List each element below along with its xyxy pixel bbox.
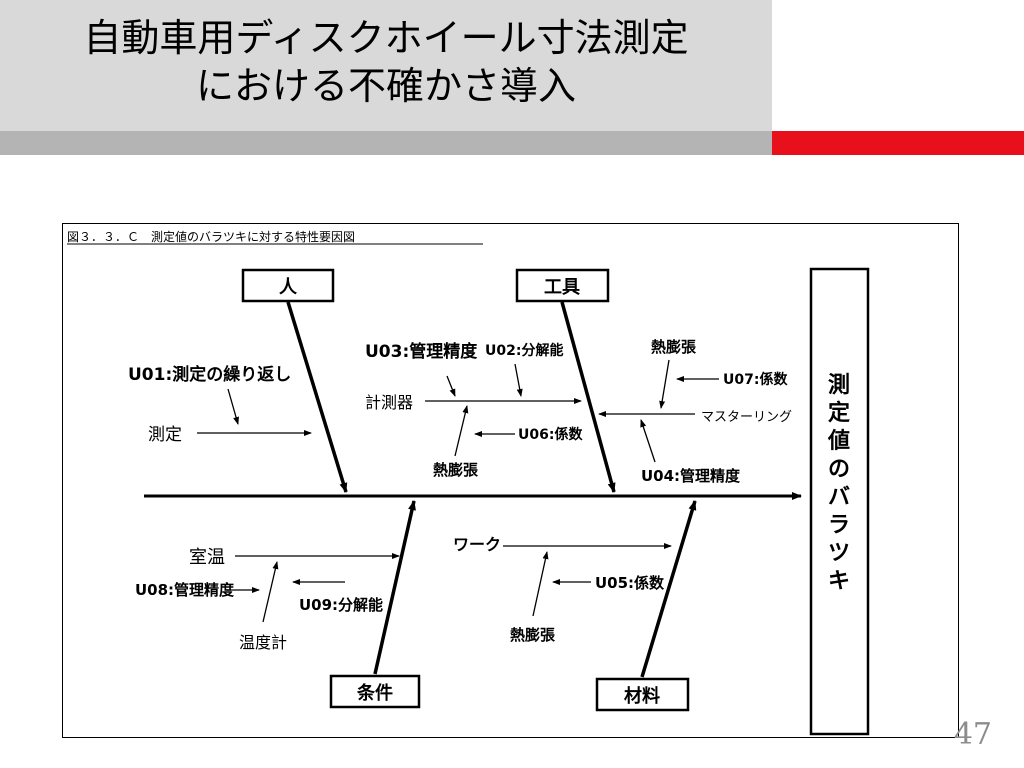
bone-condition <box>373 500 416 675</box>
factor-u09: U09:分解能 <box>299 596 383 614</box>
factor-thermometer: 温度計 <box>239 633 287 652</box>
factor-u03: U03:管理精度 <box>365 341 478 362</box>
factor-measurement: 測定 <box>148 425 182 445</box>
effect-box <box>809 267 870 736</box>
category-box-tool <box>515 268 610 303</box>
arrow-u03 <box>446 375 456 397</box>
category-tool: 工具 <box>544 277 580 298</box>
category-box-material <box>595 677 690 712</box>
fishbone-figure: 図３．３．Ｃ 測定値のバラツキに対する特性要因図 測 定 値 の バ ラ ツ キ… <box>62 223 959 738</box>
arrow-thermal-work <box>532 551 549 617</box>
category-condition: 条件 <box>356 682 393 704</box>
accent-bar <box>772 131 1024 155</box>
effect-char-6: ラ <box>828 513 850 538</box>
factor-u01: U01:測定の繰り返し <box>128 364 291 385</box>
factor-thermal-master: 熱膨張 <box>651 338 697 356</box>
arrow-u01 <box>227 388 239 425</box>
factor-work: ワーク <box>453 535 501 554</box>
effect-char-5: バ <box>828 485 850 510</box>
factor-u06: U06:係数 <box>518 426 583 443</box>
arrow-thermal-master <box>659 359 670 409</box>
page-number: 47 <box>953 717 992 752</box>
bone-material <box>640 500 697 678</box>
title-underbar <box>0 131 772 155</box>
effect-char-4: の <box>828 457 850 482</box>
slide-title-line-1: 自動車用ディスクホイール寸法測定 <box>83 16 689 60</box>
factor-room-temp: 室温 <box>189 547 225 568</box>
slide-title-line-2: における不確かさ導入 <box>195 64 576 108</box>
effect-char-7: ツ <box>828 541 850 566</box>
bone-person <box>286 301 348 493</box>
effect-char-3: 値 <box>827 429 850 454</box>
category-person: 人 <box>279 277 298 298</box>
effect-char-2: 定 <box>828 400 850 426</box>
effect-label: 測 定 値 の バ ラ ツ キ <box>827 373 850 594</box>
category-box-condition <box>329 674 421 709</box>
effect-char-1: 測 <box>828 373 850 398</box>
factor-u08: U08:管理精度 <box>135 581 235 599</box>
fishbone-diagram: 図３．３．Ｃ 測定値のバラツキに対する特性要因図 測 定 値 の バ ラ ツ キ… <box>67 229 870 736</box>
slide-title: 自動車用ディスクホイール寸法測定 における不確かさ導入 <box>0 14 772 110</box>
factor-instrument: 計測器 <box>365 393 413 412</box>
factor-u07: U07:係数 <box>723 371 788 388</box>
title-band <box>0 0 772 131</box>
factor-u02: U02:分解能 <box>485 342 563 359</box>
category-box-person <box>241 268 335 303</box>
arrow-u02 <box>514 363 523 397</box>
effect-char-8: キ <box>828 569 850 594</box>
factor-thermal-instrument: 熱膨張 <box>433 461 479 479</box>
factor-master-ring: マスターリング <box>701 410 792 425</box>
arrow-thermal-instrument <box>454 405 469 457</box>
category-material: 材料 <box>624 685 660 707</box>
factor-u04: U04:管理精度 <box>641 467 741 485</box>
factor-u05: U05:係数 <box>595 574 665 592</box>
bone-tool <box>560 301 616 493</box>
factor-thermal-work: 熱膨張 <box>510 626 556 644</box>
arrow-thermometer <box>262 561 279 623</box>
figure-caption: 図３．３．Ｃ 測定値のバラツキに対する特性要因図 <box>67 229 355 244</box>
arrow-u04 <box>640 419 656 463</box>
